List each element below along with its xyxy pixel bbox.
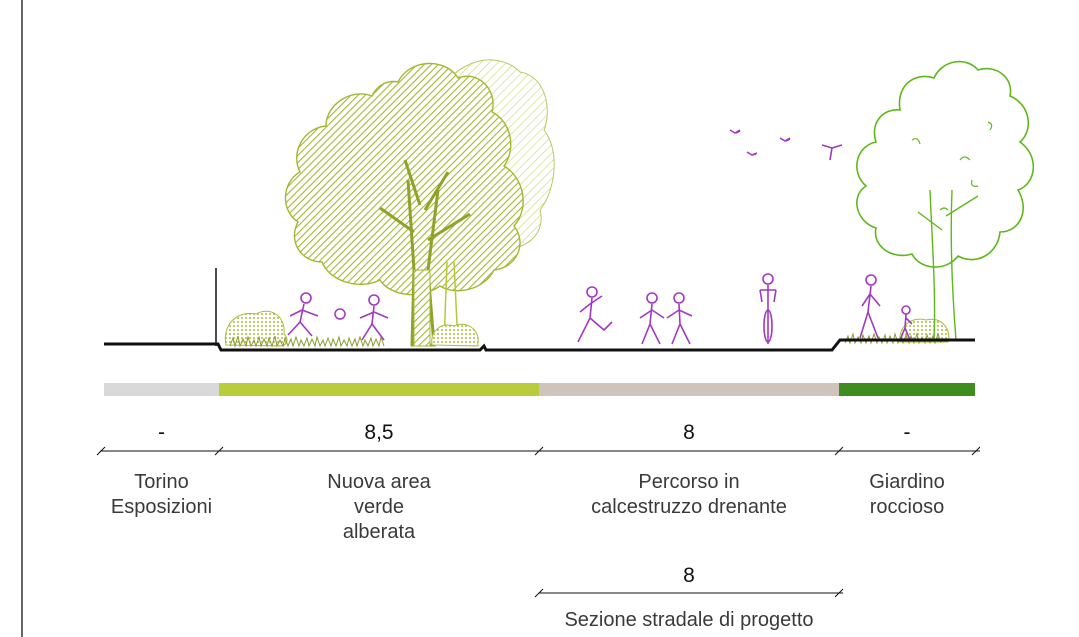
zone-value-green-area: 8,5 [364, 421, 394, 444]
shrub-icon [431, 323, 479, 347]
zone-bar-rock-garden [839, 383, 975, 396]
bird-icon [746, 151, 758, 156]
zone-bar-torino [104, 383, 219, 396]
zone-value-rock-garden: - [903, 421, 911, 444]
section-label: Sezione stradale di progetto [564, 609, 814, 631]
ball [334, 308, 346, 320]
section-dimension-line [534, 588, 844, 598]
zone-value-path: 8 [683, 421, 695, 444]
tree-icon [284, 62, 524, 347]
dimension-line [96, 446, 981, 456]
zone-value-torino: - [158, 421, 165, 444]
zone-bar-path [539, 383, 839, 396]
ground-line [104, 338, 975, 352]
person-icon [577, 286, 613, 343]
tree-icon [856, 60, 1035, 341]
person-icon [359, 294, 389, 341]
zone-label-green-area: Nuova area verde alberata [327, 471, 431, 543]
bird-icon [821, 144, 843, 161]
zone-label-rock-garden: Giardino roccioso [869, 471, 945, 518]
grass [844, 332, 942, 345]
bird-icon [779, 137, 791, 142]
section-value: 8 [683, 564, 695, 587]
person-icon [287, 292, 319, 337]
shrub-icon [899, 318, 950, 343]
person-icon [859, 274, 881, 339]
shrub-icon [224, 310, 288, 347]
person-icon [899, 305, 913, 341]
person-icon [666, 292, 693, 345]
zone-label-torino: Torino Esposizioni [110, 471, 213, 518]
person-icon [639, 292, 665, 345]
cyclist-icon [759, 273, 777, 344]
zone-bar-green-area [219, 383, 539, 396]
bird-icon [729, 129, 741, 134]
zone-label-path: Percorso in calcestruzzo drenante [591, 471, 787, 518]
grass [229, 335, 385, 348]
